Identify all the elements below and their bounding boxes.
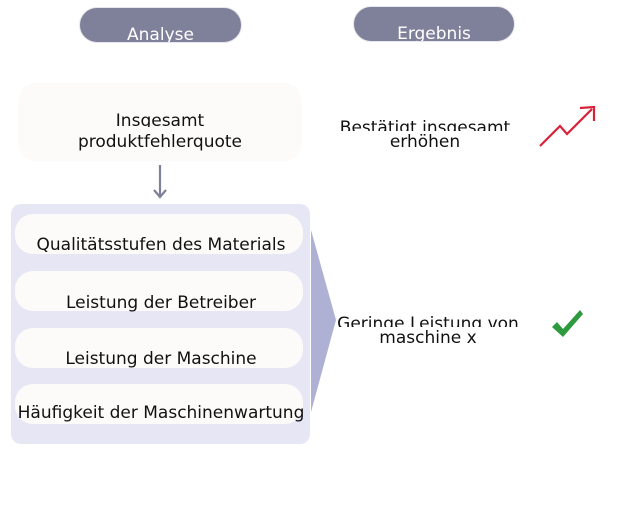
analysis-header: Analyse [79,7,242,43]
factor-panel: Qualitätsstufen des Materials Leistung d… [11,204,310,444]
result-line2: erhöhen [389,132,461,152]
factor-label: Leistung der Maschine [65,349,257,369]
result-line1: Geringe Leistung von [337,314,519,327]
right-arrow-triangle [311,230,336,412]
analysis-header-label: Analyse [127,25,194,43]
factor-label: Häufigkeit der Maschinenwartung [17,403,305,423]
factor-item [15,271,303,311]
result-header-label: Ergebnis [397,24,471,42]
check-icon [552,310,583,337]
result-header: Ergebnis [353,6,515,42]
overall-defect-rate-line1: Insgesamt [115,111,205,127]
factor-label: Leistung der Betreiber [65,293,257,313]
factor-label: Qualitätsstufen des Materials [36,235,286,255]
down-arrow-icon [153,165,167,199]
trend-up-icon [539,105,596,147]
factor-item [15,214,303,254]
result-line1: Bestätigt insgesamt [339,118,511,131]
factor-item [15,328,303,368]
factor-item [15,384,303,424]
result-item: Bestätigt insgesamt erhöhen [320,117,530,153]
overall-defect-rate-box [18,83,302,161]
result-item: Geringe Leistung von maschine x [318,313,538,349]
overall-defect-rate-line2: produktfehlerquote [77,132,243,152]
result-line2: maschine x [379,328,477,348]
